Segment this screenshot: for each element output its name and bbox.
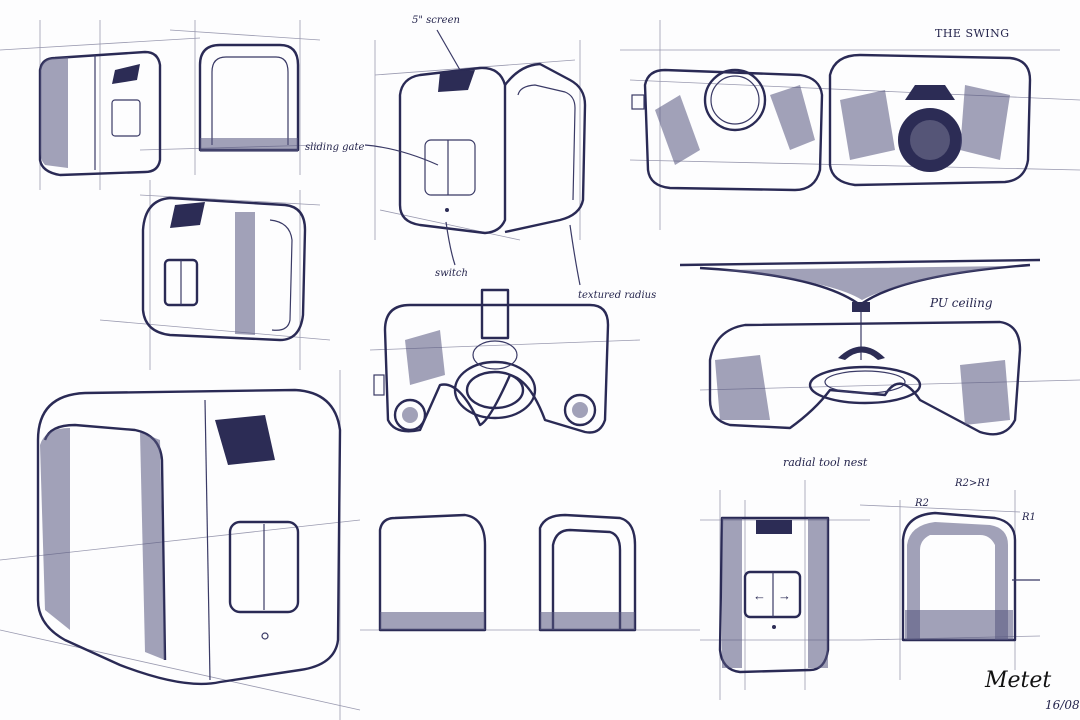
label-radial-tool-nest: radial tool nest	[783, 456, 868, 469]
arrow-left-icon: ←	[753, 588, 766, 603]
sketch-side-profiles-bottom	[378, 513, 637, 632]
label-radius-rule: R2>R1	[955, 478, 992, 489]
sketch-unit-large-perspective	[36, 388, 342, 686]
label-pu-ceiling: PU ceiling	[930, 296, 993, 310]
sketch-swing-open	[631, 68, 824, 192]
signature: Metet	[985, 668, 1052, 693]
label-the-swing: THE SWING	[935, 27, 1010, 40]
sketch-swing-closed	[828, 53, 1032, 187]
label-textured-radius: textured radius	[578, 290, 657, 301]
sketch-front-view-control: ← →	[718, 516, 830, 674]
arrow-right-icon: →	[778, 588, 791, 603]
label-screen: 5" screen	[412, 15, 460, 26]
sketch-tool-nest-front	[373, 288, 610, 434]
sketch-side-profile-small	[198, 43, 300, 152]
sketch-tool-nest-ceiling	[679, 258, 1041, 436]
label-r2: R2	[915, 498, 929, 509]
label-r1: R1	[1022, 512, 1036, 523]
signature-date: 16/08	[1045, 698, 1080, 712]
sketch-unit-front-perspective	[364, 29, 587, 286]
sketch-unit-medium-perspective	[141, 196, 307, 342]
sketch-radius-profile	[901, 511, 1040, 642]
sketch-unit-small-perspective	[38, 50, 162, 177]
label-switch: switch	[435, 268, 468, 279]
label-sliding-gate: sliding gate	[305, 142, 365, 153]
